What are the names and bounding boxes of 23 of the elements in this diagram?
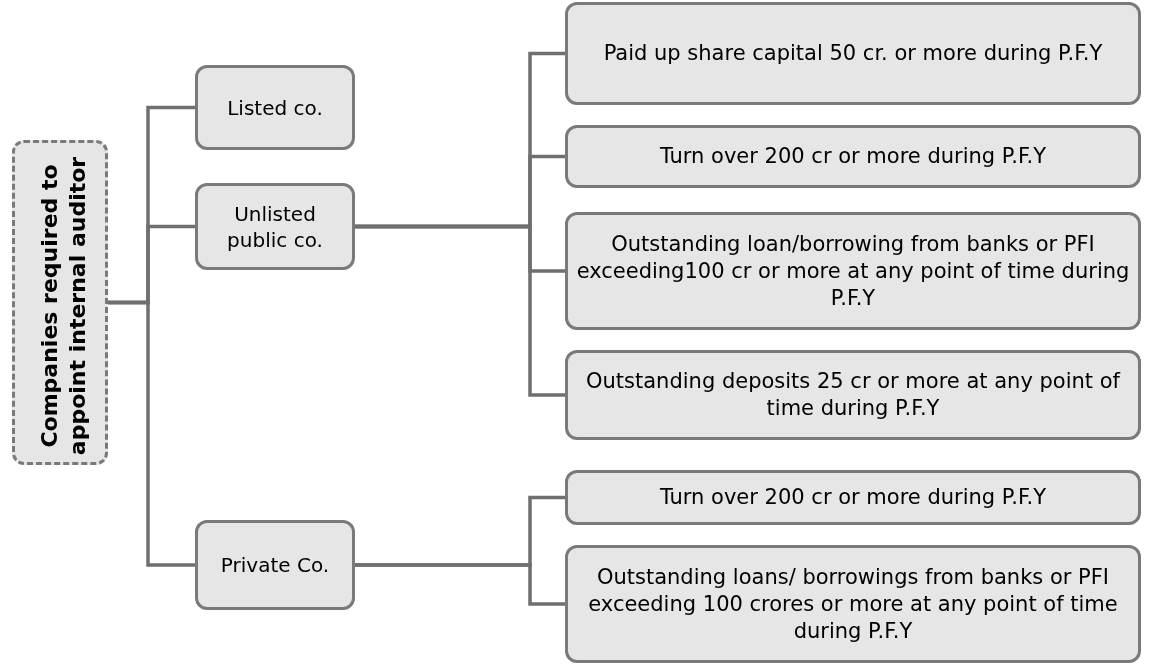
criteria-box [565, 545, 1141, 663]
heading-text: Companies required to appoint internal auditor [35, 155, 90, 457]
criteria-box [565, 470, 1141, 525]
connector-line [355, 563, 565, 606]
box-label: Outstanding loan/borrowing from banks or PFI exceeding100 cr or more at any point of time during P.F.Y [576, 230, 1130, 312]
criteria-box [565, 350, 1141, 440]
criteria-box [195, 183, 355, 270]
box-label: Paid up share capital 50 cr. or more during P.F.Y [603, 40, 1103, 67]
criteria-box [565, 2, 1141, 105]
box-label: Turn over 200 cr or more during P.F.Y [659, 143, 1047, 170]
box-label: Outstanding loans/ borrowings from banks or PFI exceeding 100 crores or more at any point of time during P.F.Y [587, 563, 1119, 645]
criteria-box [565, 212, 1141, 330]
criteria-box [565, 125, 1141, 188]
connector-line [355, 224, 565, 397]
category-box [12, 140, 108, 465]
criteria-box [195, 520, 355, 610]
box-label: Outstanding deposits 25 cr or more at any point of time during P.F.Y [585, 368, 1122, 422]
box-label: Listed co. [227, 94, 323, 121]
box-label: Unlisted public co. [226, 200, 324, 253]
connector-line [108, 300, 195, 567]
criteria-box [195, 65, 355, 150]
box-label: Turn over 200 cr or more during P.F.Y [659, 484, 1047, 511]
box-label: Private Co. [220, 552, 330, 578]
